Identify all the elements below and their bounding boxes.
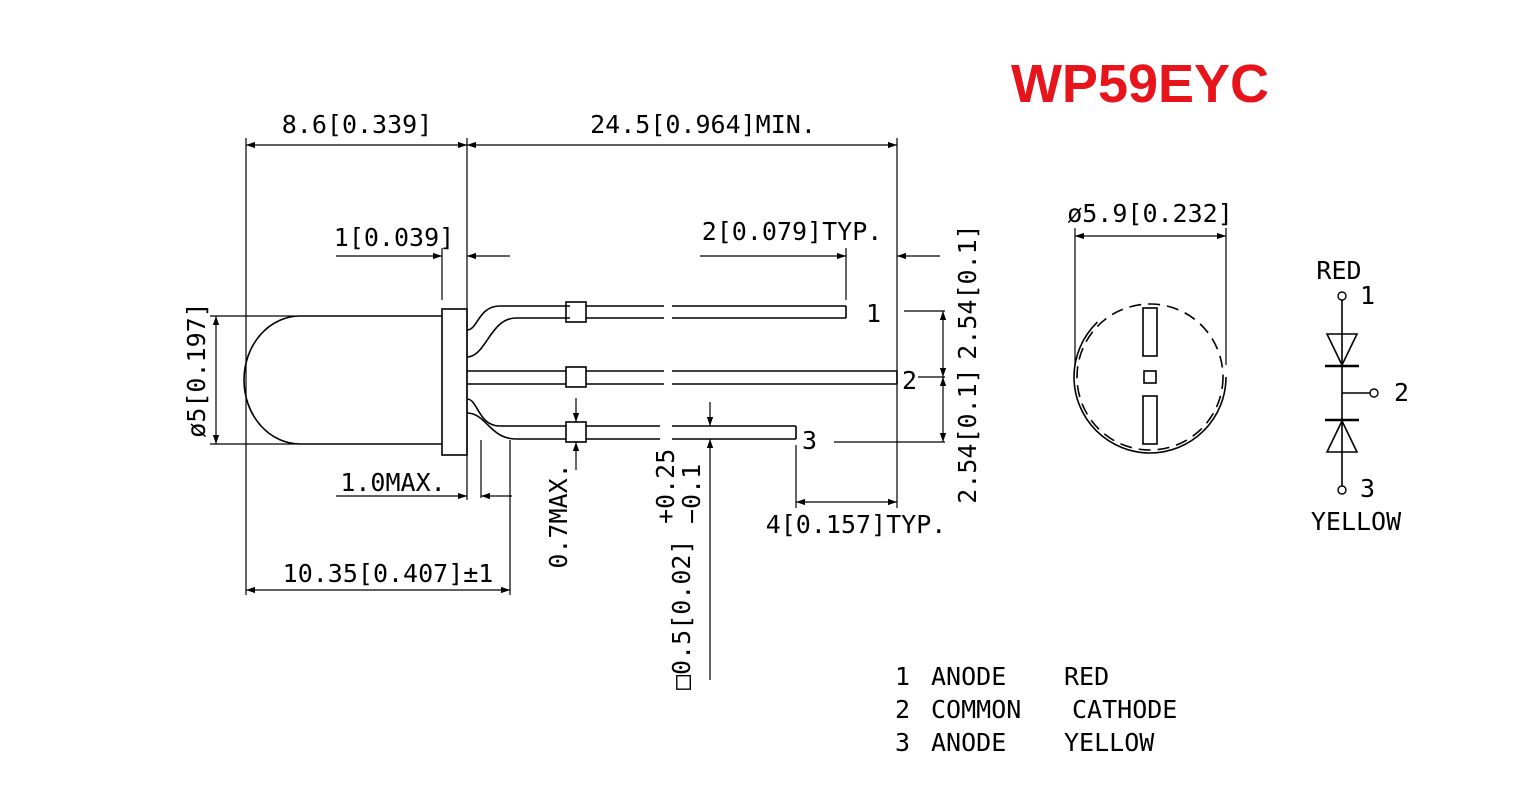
- schematic-red-label: RED: [1316, 256, 1361, 285]
- led-body: [243, 315, 442, 445]
- dim-lead-max: 0.7MAX.: [544, 463, 573, 568]
- schematic-yellow-label: YELLOW: [1311, 507, 1402, 536]
- dim-lead-bend: 2[0.079]TYP.: [702, 217, 883, 246]
- part-number-title: WP59EYC: [1011, 54, 1269, 114]
- pin-label-3: 3: [802, 426, 817, 455]
- legend-row-1-num: 1: [895, 662, 910, 691]
- lead-1-standoff: [565, 301, 587, 323]
- lead-1: [466, 305, 570, 331]
- led-end-view: [1073, 228, 1227, 454]
- led-side-view: [243, 301, 898, 456]
- legend-row-2-num: 2: [895, 695, 910, 724]
- dim-overall-length: 10.35[0.407]±1: [283, 559, 494, 588]
- dim-lead-spacing-lower: 2.54[0.1]: [953, 368, 982, 503]
- dim-lead-length: 24.5[0.964]MIN.: [590, 110, 816, 139]
- dim-lead-spacing-upper: 2.54[0.1]: [953, 224, 982, 359]
- dim-body-diameter: ø5[0.197]: [182, 302, 211, 437]
- lead-3-standoff: [565, 421, 587, 443]
- schematic-pin-3: 3: [1360, 474, 1375, 503]
- lead-1-end: [1142, 307, 1158, 357]
- lead-3: [466, 398, 566, 427]
- dim-lead-square: □0.5[0.02]: [667, 539, 696, 690]
- body-outline: [1073, 300, 1227, 454]
- lead-2-standoff: [565, 366, 587, 388]
- dim-flange-diameter: ø5.9[0.232]: [1067, 199, 1233, 228]
- pin-label-1: 1: [866, 299, 881, 328]
- dim-flange-max: 1.0MAX.: [340, 468, 445, 497]
- led-flange: [441, 308, 468, 456]
- legend-row-1-color: RED: [1064, 662, 1109, 691]
- pin-3-terminal: [1337, 485, 1347, 495]
- yellow-diode-symbol: [1325, 419, 1359, 453]
- legend-row-2-color: CATHODE: [1072, 695, 1177, 724]
- lead-2-end: [1143, 370, 1157, 384]
- legend-row-3-color: YELLOW: [1064, 728, 1155, 757]
- pin-label-2: 2: [902, 366, 917, 395]
- dimension-lines: [210, 138, 947, 680]
- dim-flange-thickness: 1[0.039]: [334, 223, 454, 252]
- pin-2-terminal: [1369, 388, 1379, 398]
- pin-legend: 1 ANODE RED 2 COMMON CATHODE 3 ANODE YEL…: [895, 662, 1177, 757]
- diode-schematic: [1325, 291, 1379, 495]
- legend-row-3-num: 3: [895, 728, 910, 757]
- legend-row-2-name: COMMON: [931, 695, 1021, 724]
- legend-row-1-name: ANODE: [931, 662, 1006, 691]
- flange-outline: [1076, 303, 1224, 451]
- schematic-pin-1: 1: [1360, 281, 1375, 310]
- lead-3-end: [1142, 395, 1158, 445]
- red-diode-symbol: [1325, 333, 1359, 367]
- schematic-pin-2: 2: [1394, 378, 1409, 407]
- dim-lead-offset: 4[0.157]TYP.: [766, 510, 947, 539]
- pin-1-terminal: [1337, 291, 1347, 301]
- dim-lead-tol-plus: +0.25: [651, 449, 680, 524]
- dim-body-length: 8.6[0.339]: [282, 110, 433, 139]
- dim-lead-tol-minus: −0.1: [677, 464, 706, 524]
- legend-row-3-name: ANODE: [931, 728, 1006, 757]
